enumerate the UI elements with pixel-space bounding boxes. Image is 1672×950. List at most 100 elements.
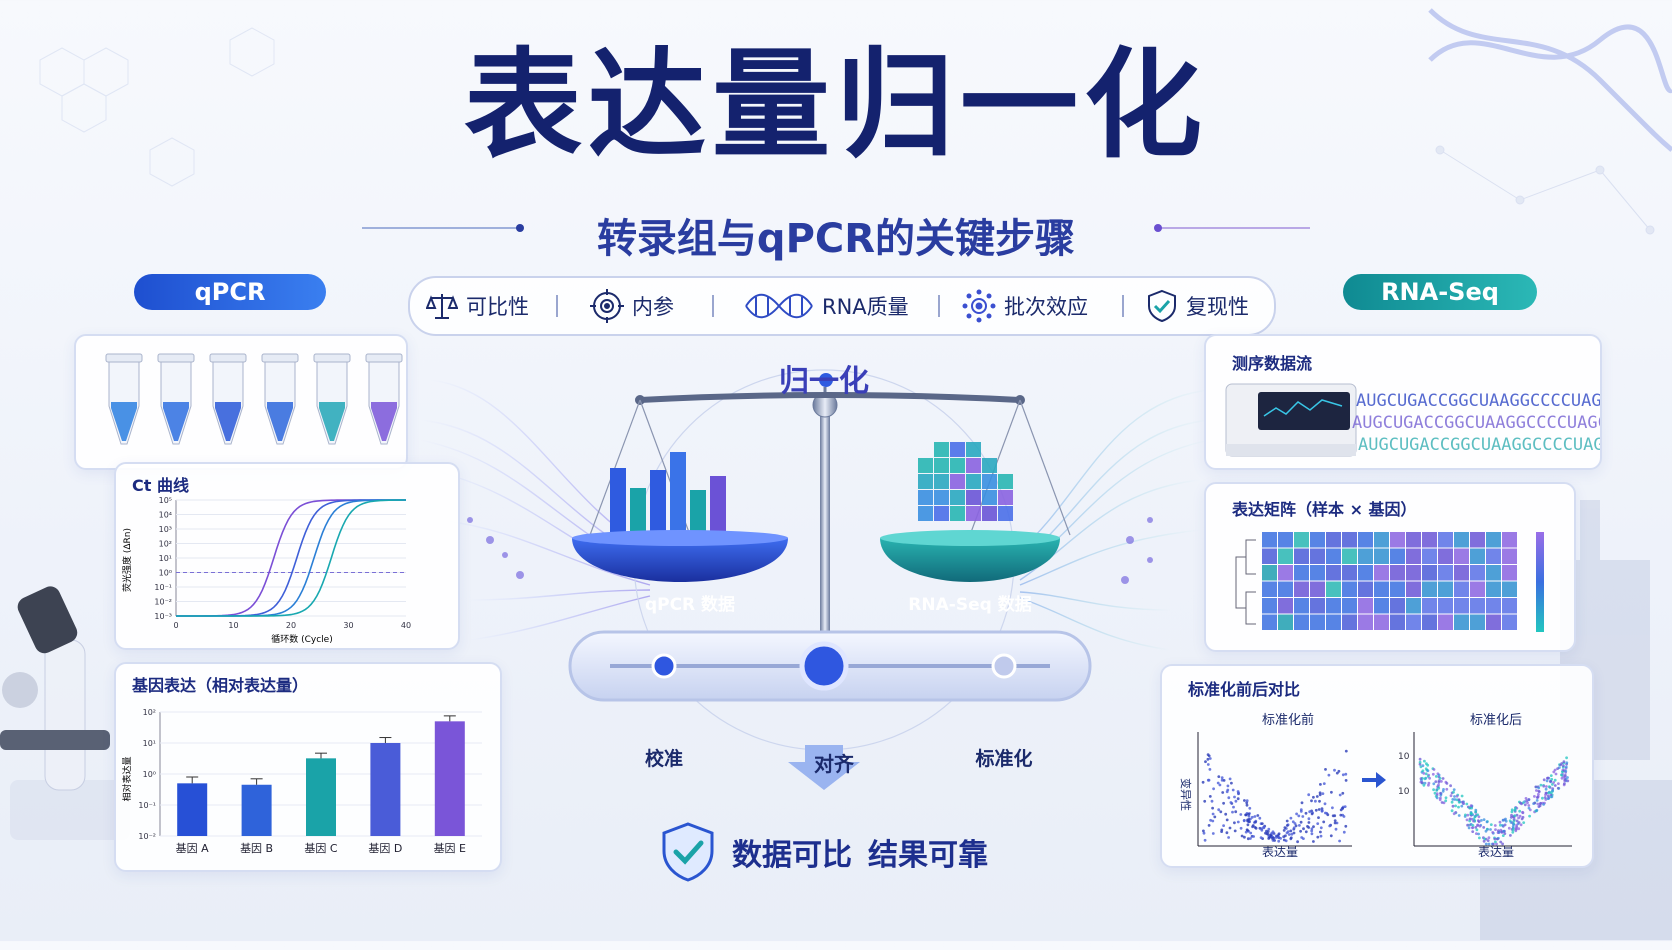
network-decoration (1435, 145, 1655, 235)
heatmap-cell (1406, 581, 1421, 597)
scatter-point (1445, 787, 1449, 791)
step-standardize-label: 标准化 (975, 748, 1033, 770)
scatter-point (1478, 824, 1482, 828)
scatter-point (1282, 835, 1286, 839)
scatter-point (1428, 776, 1431, 780)
scatter-point (1502, 829, 1506, 833)
heatmap-cell (1358, 614, 1373, 630)
scatter-point (1482, 818, 1486, 821)
scatter-point (1472, 817, 1476, 821)
scatter-point (1302, 837, 1305, 840)
scatter-point (1454, 804, 1457, 808)
balance-icon (426, 294, 458, 319)
scatter-point (1453, 795, 1456, 798)
scatter-point (1219, 810, 1223, 814)
scatter-point (1553, 768, 1557, 772)
scatter-point (1450, 809, 1454, 813)
ct-ytick-label: 10⁻² (154, 598, 172, 607)
scatter-point (1432, 788, 1435, 792)
heatmap (1235, 532, 1544, 632)
left-pan-label: qPCR 数据 (644, 595, 736, 615)
scatter-point (1242, 819, 1246, 823)
scatter-point (1512, 817, 1516, 821)
scatter-point (1475, 828, 1479, 832)
heatmap-cell (1374, 581, 1389, 597)
heatmap-cell (1358, 548, 1373, 564)
data-cube (966, 442, 981, 457)
scatter-point (1245, 803, 1249, 807)
scatter-point (1437, 786, 1441, 790)
scatter-point (1211, 812, 1215, 816)
key-label: 批次效应 (1004, 295, 1088, 319)
scatter-point (1560, 762, 1564, 765)
right-pan (880, 538, 1060, 582)
scatter-point (1566, 779, 1570, 783)
heatmap-cell (1374, 614, 1389, 630)
scatter-xlabel-after: 表达量 (1478, 845, 1514, 859)
scatter-point (1547, 791, 1550, 795)
scatter-ytick-a: 10 (1398, 752, 1410, 762)
scatter-point (1482, 839, 1486, 843)
scatter-point (1298, 824, 1301, 827)
scatter-point (1553, 778, 1557, 782)
scatter-point (1509, 821, 1513, 824)
scatter-point (1319, 830, 1322, 834)
scatter-point (1206, 763, 1210, 766)
scatter-point (1321, 792, 1325, 795)
scatter-point (1450, 800, 1454, 804)
scatter-point (1316, 822, 1320, 825)
scatter-point (1489, 828, 1492, 831)
heatmap-cell (1438, 548, 1453, 564)
data-cube (918, 458, 933, 473)
scatter-point (1269, 834, 1272, 837)
step-align-label: 对齐 (814, 752, 854, 776)
ct-curve (176, 499, 406, 617)
heatmap-cell (1470, 532, 1485, 548)
scatter-point (1254, 820, 1257, 824)
step-knob-calibrate[interactable] (651, 653, 677, 679)
scatter-point (1485, 820, 1489, 824)
scatter-point (1492, 842, 1495, 846)
scatter-point (1245, 801, 1249, 805)
step-knob-align[interactable] (799, 641, 849, 691)
rnaseq-section-pill: RNA-Seq (1343, 274, 1537, 310)
scatter-point (1285, 824, 1289, 827)
scatter-point (1441, 777, 1445, 780)
scatter-point (1268, 836, 1271, 839)
scatter-point (1236, 797, 1240, 801)
scatter-point (1514, 806, 1517, 810)
scatter-point (1545, 785, 1548, 788)
seq-card-title: 测序数据流 (1232, 354, 1313, 373)
seq-stream-3: AUGCUGACCGGCUAAGGCCCCUAGCGUGACGCUAGAUGG (1358, 435, 1600, 455)
scatter-point (1341, 773, 1345, 777)
scatter-point (1304, 830, 1308, 834)
scatter-point (1476, 823, 1480, 827)
heatmap-cell (1358, 532, 1373, 548)
scatter-ytick-b: 10 (1398, 787, 1410, 797)
scatter-point (1277, 839, 1281, 843)
scatter-point (1253, 815, 1257, 818)
scatter-point (1231, 810, 1234, 814)
scatter-point (1310, 829, 1314, 833)
heatmap-cell (1326, 532, 1341, 548)
scatter-point (1249, 831, 1253, 835)
scatter-point (1418, 762, 1422, 766)
heatmap-cell (1294, 565, 1309, 581)
scatter-point (1517, 821, 1521, 824)
heatmap-cell (1358, 598, 1373, 614)
scatter-point (1289, 829, 1293, 833)
scatter-point (1420, 781, 1424, 785)
heatmap-cell (1422, 598, 1437, 614)
scatter-point (1319, 826, 1323, 830)
scatter-point (1423, 781, 1427, 785)
heatmap-cell (1406, 598, 1421, 614)
step-knob-standardize[interactable] (991, 653, 1017, 679)
dendrogram (1235, 539, 1256, 625)
scatter-point (1342, 815, 1346, 818)
heatmap-cell (1422, 565, 1437, 581)
scatter-point (1234, 799, 1238, 803)
heatmap-cell (1374, 565, 1389, 581)
scatter-point (1434, 775, 1438, 778)
scatter-point (1562, 764, 1565, 768)
scatter-point (1518, 809, 1522, 813)
